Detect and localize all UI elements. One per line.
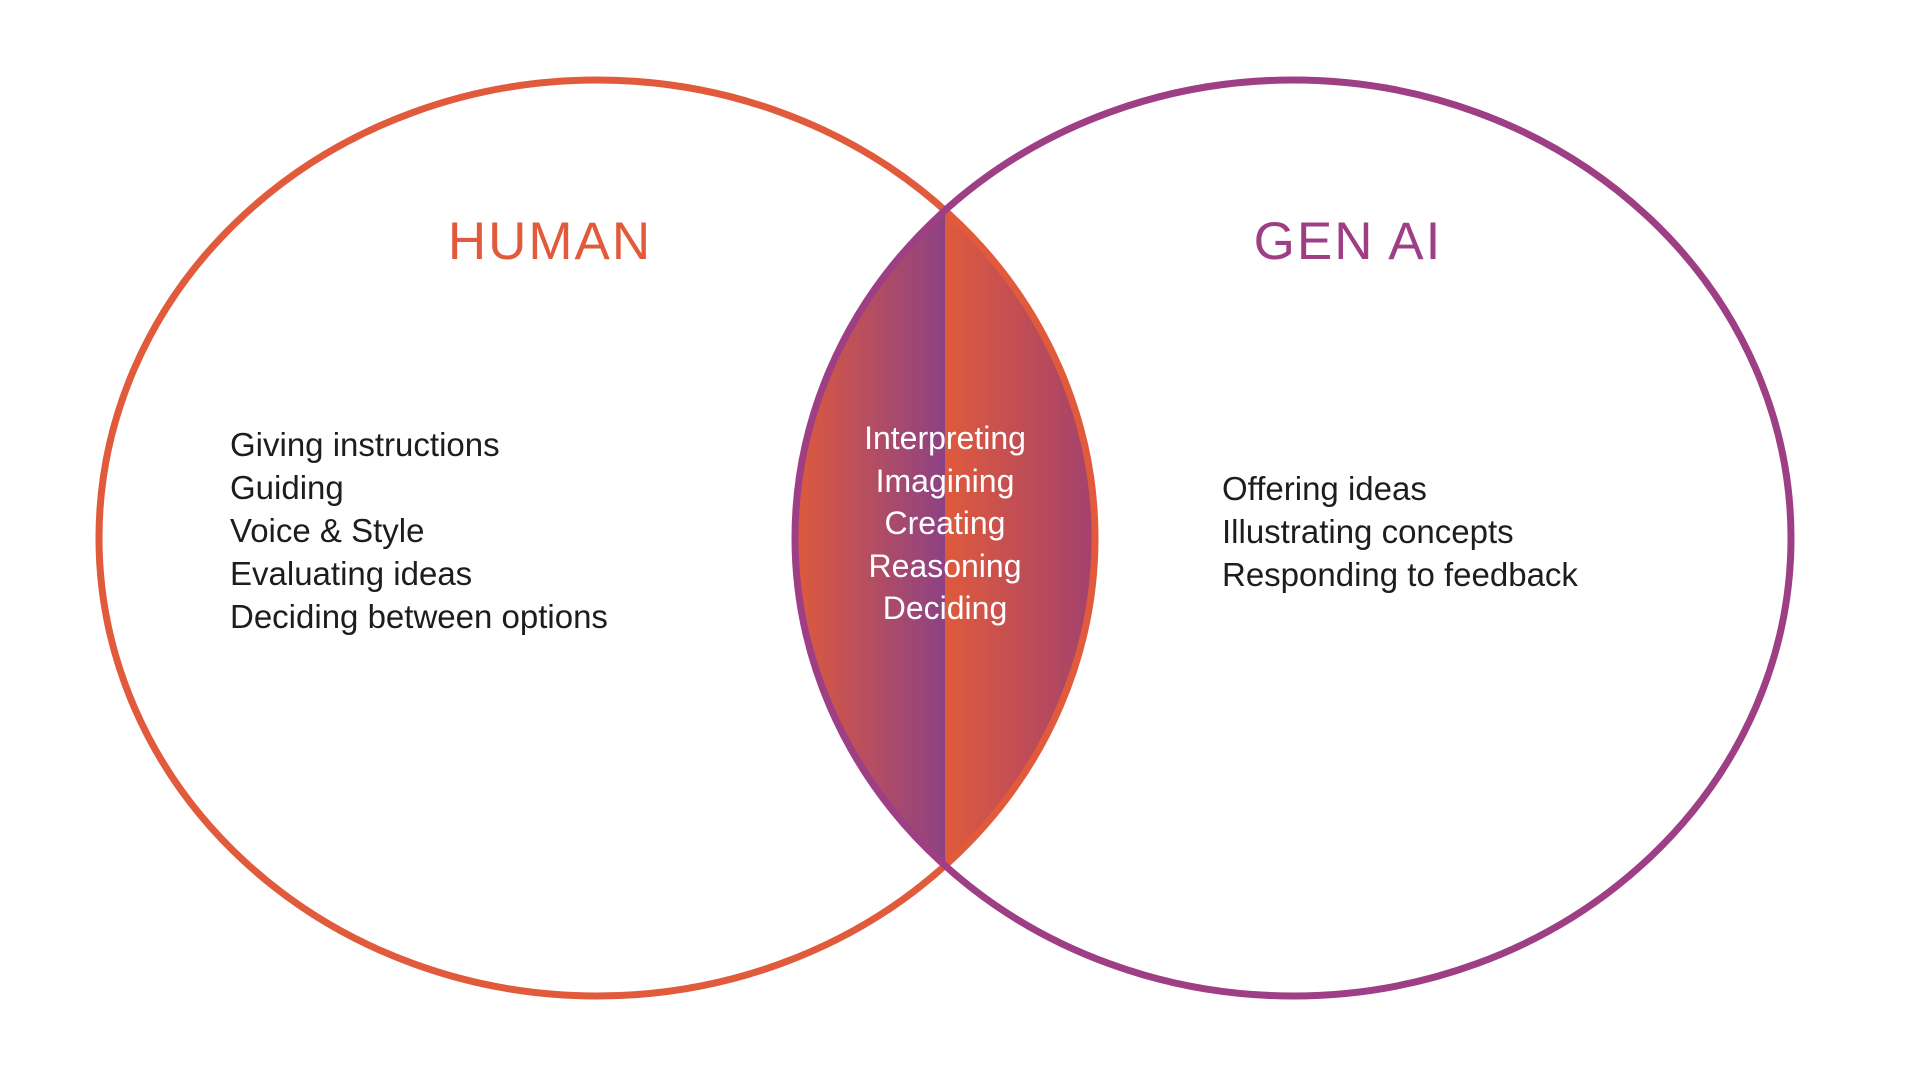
list-item: Evaluating ideas: [230, 555, 473, 592]
overlap-item-list: Interpreting Imagining Creating Reasonin…: [795, 417, 1095, 630]
genai-circle: [791, 76, 1795, 1000]
list-item: Responding to feedback: [1222, 556, 1578, 593]
list-item: Offering ideas: [1222, 470, 1427, 507]
list-item: Deciding between options: [230, 598, 608, 635]
list-item: Illustrating concepts: [1222, 513, 1514, 550]
human-circle: [95, 76, 1099, 1000]
genai-item-list: Offering ideas Illustrating concepts Res…: [1222, 467, 1578, 596]
list-item: Deciding: [882, 590, 1008, 626]
list-item: Reasoning: [868, 547, 1022, 584]
human-title: HUMAN: [447, 212, 653, 271]
list-item: Interpreting: [864, 420, 1026, 456]
human-item-list: Giving instructions Guiding Voice & Styl…: [230, 423, 608, 638]
genai-title: GEN AI: [1253, 212, 1443, 271]
list-item: Creating: [884, 505, 1006, 541]
list-item: Imagining: [875, 462, 1015, 499]
list-item: Voice & Style: [230, 512, 425, 549]
list-item: Guiding: [230, 469, 344, 506]
list-item: Giving instructions: [230, 426, 500, 463]
